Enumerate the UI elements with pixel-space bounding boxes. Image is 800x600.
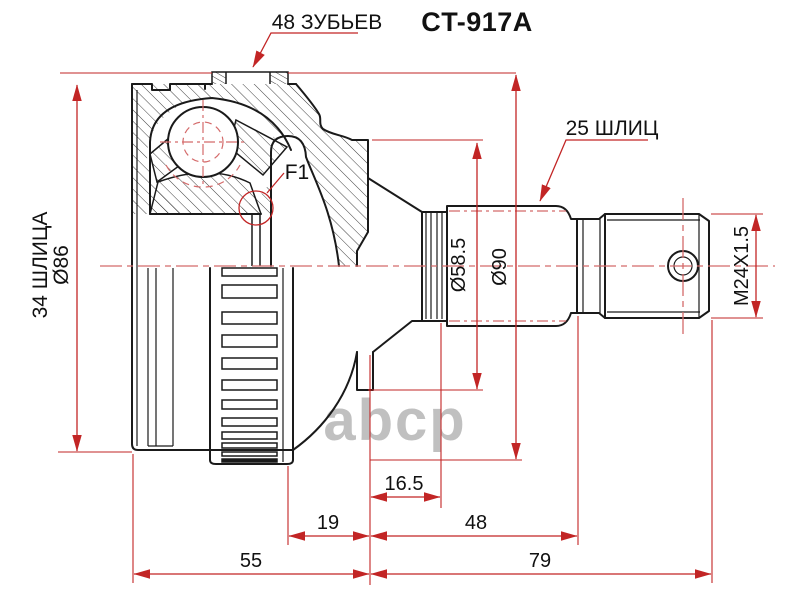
leader-splines xyxy=(539,139,648,202)
funnel-outer-curve xyxy=(295,83,369,267)
leader-teeth xyxy=(252,32,358,68)
dim-79-label: 79 xyxy=(529,550,551,572)
spline-root-lines xyxy=(449,210,566,322)
inner-splines-label: 34 ШЛИЦА xyxy=(29,212,52,319)
ball-hidden-arc xyxy=(165,164,241,188)
boot-seat-tab xyxy=(356,351,374,391)
ring-diameter-label: Ø90 xyxy=(489,248,511,286)
boot-band-outline xyxy=(209,267,294,465)
labels: CT-917A 48 ЗУБЬЕВ 25 ШЛИЦ F1 34 ШЛИЦА Ø8… xyxy=(29,7,753,572)
detail-circle-f1 xyxy=(238,190,274,226)
dim-19-label: 19 xyxy=(317,512,339,534)
ball-hidden-circle xyxy=(182,121,224,163)
leader-detail-f1 xyxy=(266,172,285,194)
cone-bottom-edge xyxy=(372,320,448,353)
ball-pcd-label: Ø58.5 xyxy=(448,238,470,292)
teeth-callout-label: 48 ЗУБЬЕВ xyxy=(272,11,383,34)
outer-splines-callout-label: 25 ШЛИЦ xyxy=(566,117,659,140)
cavity-dome-edge xyxy=(149,97,292,215)
bell-ring-lines xyxy=(147,268,174,447)
extension-lines xyxy=(58,72,763,585)
bell-top-edge xyxy=(131,83,297,91)
centerlines xyxy=(100,198,775,335)
dimension-lines xyxy=(58,32,763,585)
inner-post-cutout xyxy=(270,134,339,266)
funnel-cone-edge xyxy=(367,177,423,213)
bell-exterior xyxy=(147,267,448,465)
boot-band-slots xyxy=(221,267,278,463)
dim-16-5-label: 16.5 xyxy=(385,473,424,495)
inner-race-hatch xyxy=(150,172,261,214)
abs-ring-teeth xyxy=(211,71,289,84)
funnel-exterior-s-curve xyxy=(292,351,358,451)
teeth-hatch-right xyxy=(270,72,288,84)
body-diameter-label: Ø86 xyxy=(50,245,73,285)
thread-label: M24X1.5 xyxy=(731,226,753,306)
detail-f1-label: F1 xyxy=(285,161,310,184)
dim-55-label: 55 xyxy=(240,550,262,572)
teeth-hatch-left xyxy=(212,72,226,84)
part-number-title: CT-917A xyxy=(421,7,533,37)
bell-left-edge xyxy=(131,83,294,451)
teeth-outline xyxy=(211,71,289,84)
ball-and-race xyxy=(149,100,289,266)
bore-lines xyxy=(251,214,261,266)
thread-outline xyxy=(604,213,710,319)
dim-48-label: 48 xyxy=(465,512,487,534)
watermark-text: abcp xyxy=(323,388,466,453)
